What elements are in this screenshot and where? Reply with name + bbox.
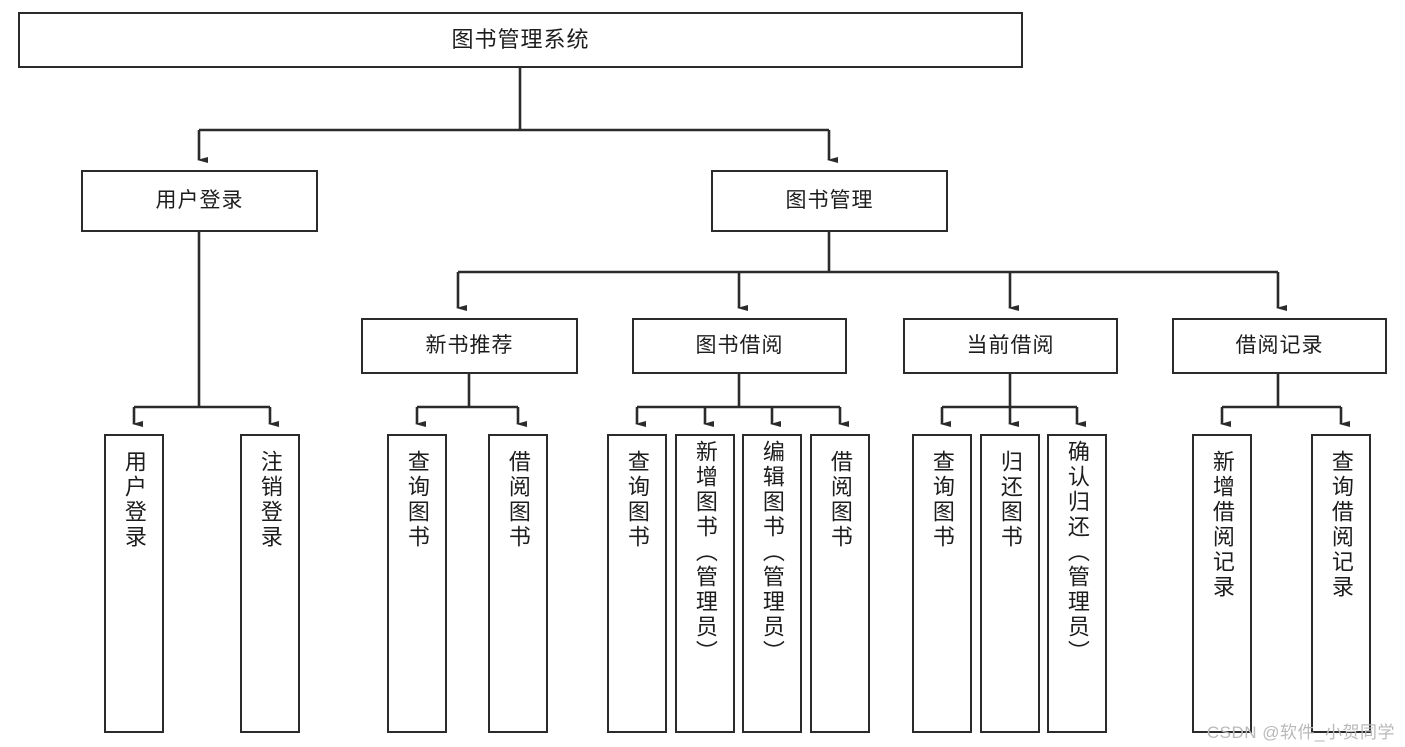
node-label: 图书管理 bbox=[785, 188, 874, 212]
node-book-management[interactable]: 图书管理 bbox=[711, 170, 948, 232]
node-current-borrow[interactable]: 当前借阅 bbox=[903, 318, 1118, 374]
node-borrow-record[interactable]: 借阅记录 bbox=[1172, 318, 1387, 374]
node-label: 借阅图书 bbox=[505, 450, 531, 550]
node-label: 查询图书 bbox=[929, 450, 955, 550]
leaf-book-borrow-borrow-book[interactable]: 借阅图书 bbox=[810, 434, 870, 733]
node-label: 新增借阅记录 bbox=[1209, 450, 1235, 600]
node-label: 查询图书 bbox=[624, 450, 650, 550]
node-label: 图书管理系统 bbox=[451, 27, 590, 53]
csdn-watermark: CSDN @软件_小贺同学 bbox=[1206, 723, 1395, 742]
leaf-new-book-borrow-book[interactable]: 借阅图书 bbox=[488, 434, 548, 733]
leaf-borrow-record-add-record[interactable]: 新增借阅记录 bbox=[1192, 434, 1252, 733]
leaf-current-borrow-confirm-return-admin[interactable]: 确认归还（管理员） bbox=[1047, 434, 1107, 733]
node-root-book-management-system[interactable]: 图书管理系统 bbox=[18, 12, 1023, 68]
node-book-borrow[interactable]: 图书借阅 bbox=[632, 318, 847, 374]
leaf-current-borrow-query-book[interactable]: 查询图书 bbox=[912, 434, 972, 733]
node-new-book-recommend[interactable]: 新书推荐 bbox=[361, 318, 578, 374]
leaf-book-borrow-add-book-admin[interactable]: 新增图书（管理员） bbox=[675, 434, 735, 733]
node-label: 查询图书 bbox=[404, 450, 430, 550]
node-user-login[interactable]: 用户登录 bbox=[81, 170, 318, 232]
node-label: 当前借阅 bbox=[966, 333, 1055, 357]
node-label: 借阅图书 bbox=[827, 450, 853, 550]
node-label: 归还图书 bbox=[997, 450, 1023, 550]
leaf-user-login-login[interactable]: 用户登录 bbox=[104, 434, 164, 733]
node-label: 图书借阅 bbox=[695, 333, 784, 357]
leaf-book-borrow-query-book[interactable]: 查询图书 bbox=[607, 434, 667, 733]
node-label: 新书推荐 bbox=[425, 333, 514, 357]
leaf-user-login-logout[interactable]: 注销登录 bbox=[240, 434, 300, 733]
node-label: 查询借阅记录 bbox=[1328, 450, 1354, 600]
node-label: 借阅记录 bbox=[1235, 333, 1324, 357]
leaf-book-borrow-edit-book-admin[interactable]: 编辑图书（管理员） bbox=[742, 434, 802, 733]
node-label: 确认归还（管理员） bbox=[1064, 440, 1090, 665]
node-label: 用户登录 bbox=[121, 450, 147, 550]
leaf-borrow-record-query-record[interactable]: 查询借阅记录 bbox=[1311, 434, 1371, 733]
leaf-new-book-query-book[interactable]: 查询图书 bbox=[387, 434, 447, 733]
node-label: 新增图书（管理员） bbox=[692, 440, 718, 665]
node-label: 用户登录 bbox=[155, 188, 244, 212]
node-label: 注销登录 bbox=[257, 450, 283, 550]
leaf-current-borrow-return-book[interactable]: 归还图书 bbox=[980, 434, 1040, 733]
node-label: 编辑图书（管理员） bbox=[759, 440, 785, 665]
